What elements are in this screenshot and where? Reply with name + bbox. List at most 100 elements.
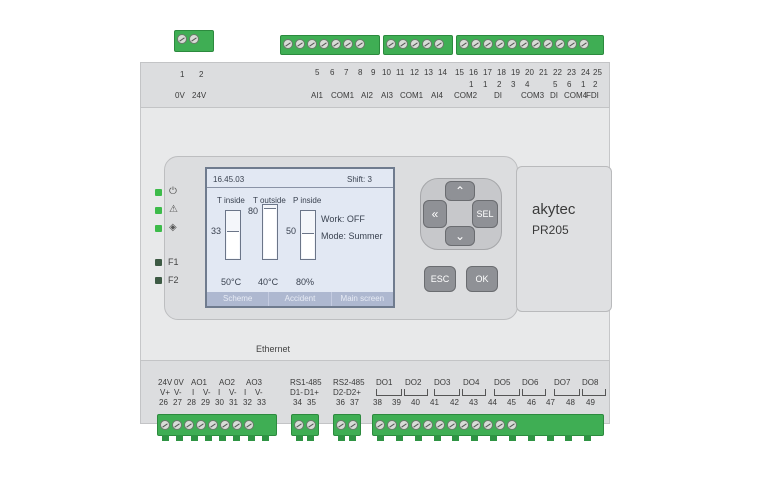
terminal-number: 19 bbox=[511, 68, 520, 77]
terminal-label: 0V bbox=[175, 91, 185, 100]
down-button[interactable]: ⌄ bbox=[445, 226, 475, 246]
lcd-shift: Shift: 3 bbox=[347, 175, 372, 184]
screw-terminal bbox=[196, 420, 206, 430]
terminal-tab bbox=[349, 435, 356, 441]
terminal-tab bbox=[261, 435, 269, 441]
screw-terminal bbox=[172, 420, 182, 430]
left-button[interactable]: « bbox=[423, 200, 447, 228]
power-icon: ⏻ bbox=[169, 186, 177, 197]
status-led bbox=[155, 277, 162, 284]
screw-terminal bbox=[375, 420, 385, 430]
lcd-menu-scheme[interactable]: Scheme bbox=[207, 292, 270, 306]
double-chevron-left-icon: « bbox=[431, 207, 439, 221]
relay-contact-icon bbox=[376, 389, 402, 396]
terminal-number: 34 bbox=[293, 398, 302, 407]
diamond-icon: ◈ bbox=[169, 222, 177, 233]
screw-terminal bbox=[355, 39, 365, 49]
lcd-menu-main-screen[interactable]: Main screen bbox=[340, 294, 385, 303]
screw-terminal bbox=[160, 420, 170, 430]
screw-terminal bbox=[220, 420, 230, 430]
lcd-bar bbox=[225, 210, 241, 260]
terminal-tab bbox=[546, 435, 554, 441]
terminal-number: 16 bbox=[469, 68, 478, 77]
terminal-number: 1 bbox=[180, 70, 185, 79]
terminal-block bbox=[157, 414, 277, 441]
screw-terminal bbox=[579, 39, 589, 49]
terminal-number: 23 bbox=[567, 68, 576, 77]
screw-terminal bbox=[459, 39, 469, 49]
terminal-tab bbox=[452, 435, 460, 441]
terminal-label: DO8 bbox=[582, 378, 599, 387]
terminal-sub-label: V- bbox=[203, 388, 211, 397]
terminal-label: AI3 bbox=[381, 91, 394, 100]
terminal-label: 0V bbox=[174, 378, 184, 387]
lcd-bar-value: 33 bbox=[211, 226, 222, 236]
terminal-number: 35 bbox=[307, 398, 316, 407]
terminal-block-power bbox=[174, 30, 214, 52]
terminal-tab bbox=[338, 435, 345, 441]
lcd-time: 16.45.03 bbox=[213, 175, 245, 184]
screw-terminal bbox=[507, 39, 517, 49]
up-button[interactable]: ⌃ bbox=[445, 181, 475, 201]
terminal-number: 38 bbox=[373, 398, 382, 407]
relay-contact-icon bbox=[522, 389, 546, 396]
screw-terminal bbox=[543, 39, 553, 49]
terminal-tab bbox=[247, 435, 255, 441]
terminal-number: 17 bbox=[483, 68, 492, 77]
terminal-number: 44 bbox=[488, 398, 497, 407]
lcd-bar-label: T outside bbox=[253, 196, 286, 205]
terminal-tab bbox=[296, 435, 303, 441]
lcd-bar-fill bbox=[264, 208, 276, 258]
terminal-number: 47 bbox=[546, 398, 555, 407]
terminal-number: 45 bbox=[507, 398, 516, 407]
relay-contact-icon bbox=[434, 389, 460, 396]
terminal-number: 15 bbox=[455, 68, 464, 77]
relay-contact-icon bbox=[582, 389, 606, 396]
terminal-label: AI2 bbox=[361, 91, 374, 100]
brand-plate: akytec PR205 bbox=[516, 166, 612, 312]
terminal-number: 26 bbox=[159, 398, 168, 407]
terminal-sub-number: 1 bbox=[581, 80, 586, 89]
terminal-sub-number: 2 bbox=[593, 80, 598, 89]
terminal-label: AO3 bbox=[246, 378, 263, 387]
terminal-number: 13 bbox=[424, 68, 433, 77]
terminal-label: DO7 bbox=[554, 378, 571, 387]
screw-terminal bbox=[306, 420, 316, 430]
terminal-sub-number: 6 bbox=[567, 80, 572, 89]
screw-terminal bbox=[471, 420, 481, 430]
terminal-label: COM3 bbox=[521, 91, 545, 100]
screw-terminal bbox=[434, 39, 444, 49]
esc-label: ESC bbox=[430, 274, 450, 284]
status-led bbox=[155, 225, 162, 232]
lcd-bar bbox=[262, 204, 278, 260]
terminal-label: DO1 bbox=[376, 378, 393, 387]
esc-button[interactable]: ESC bbox=[424, 266, 456, 292]
screw-terminal bbox=[435, 420, 445, 430]
sel-button[interactable]: SEL bbox=[472, 200, 498, 228]
screw-terminal bbox=[336, 420, 346, 430]
terminal-sub-label: D2- bbox=[333, 388, 346, 397]
terminal-number: 11 bbox=[396, 68, 405, 77]
terminal-tab bbox=[584, 435, 592, 441]
terminal-label: 24V bbox=[158, 378, 173, 387]
terminal-number: 40 bbox=[411, 398, 420, 407]
terminal-sub-number: 1 bbox=[469, 80, 474, 89]
terminal-number: 14 bbox=[438, 68, 447, 77]
lcd-menu-accident[interactable]: Accident bbox=[269, 292, 332, 306]
warning-icon: ⚠ bbox=[169, 204, 178, 215]
lcd-menu-bar: Scheme Accident Main screen bbox=[207, 292, 393, 306]
housing-rail-top bbox=[140, 62, 610, 108]
screw-terminal bbox=[331, 39, 341, 49]
terminal-sub-number: 2 bbox=[497, 80, 502, 89]
terminal-tab bbox=[307, 435, 314, 441]
screw-terminal bbox=[411, 420, 421, 430]
terminal-label: 24V bbox=[192, 91, 207, 100]
screw-terminal bbox=[343, 39, 353, 49]
terminal-number: 48 bbox=[566, 398, 575, 407]
relay-contact-icon bbox=[404, 389, 428, 396]
lcd-bar-reading: 40°C bbox=[258, 277, 279, 287]
terminal-tab bbox=[471, 435, 479, 441]
ok-button[interactable]: OK bbox=[466, 266, 498, 292]
lcd-bar-fill bbox=[302, 233, 314, 258]
